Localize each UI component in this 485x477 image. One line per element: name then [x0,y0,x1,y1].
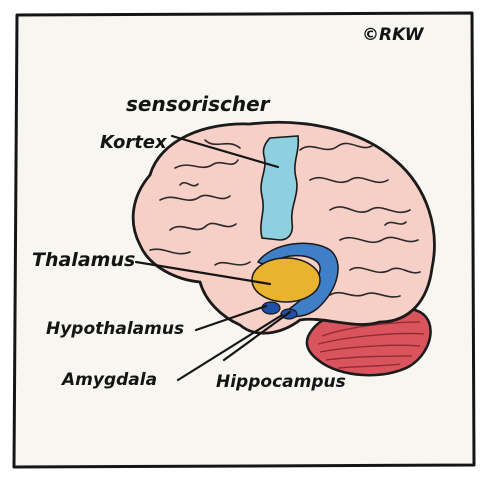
copyright-mark: ©RKW [362,25,425,45]
hypothalamus-region [262,302,280,314]
label-amygdala: Amygdala [60,370,157,390]
label-hippocampus: Hippocampus [216,372,346,392]
label-sensory-cortex-line2: Kortex [100,132,168,153]
thalamus-region [252,258,320,302]
sensory-cortex-region [261,136,298,240]
label-thalamus: Thalamus [32,249,135,271]
label-hypothalamus: Hypothalamus [46,319,184,339]
label-sensory-cortex-line1: sensorischer [126,92,271,116]
